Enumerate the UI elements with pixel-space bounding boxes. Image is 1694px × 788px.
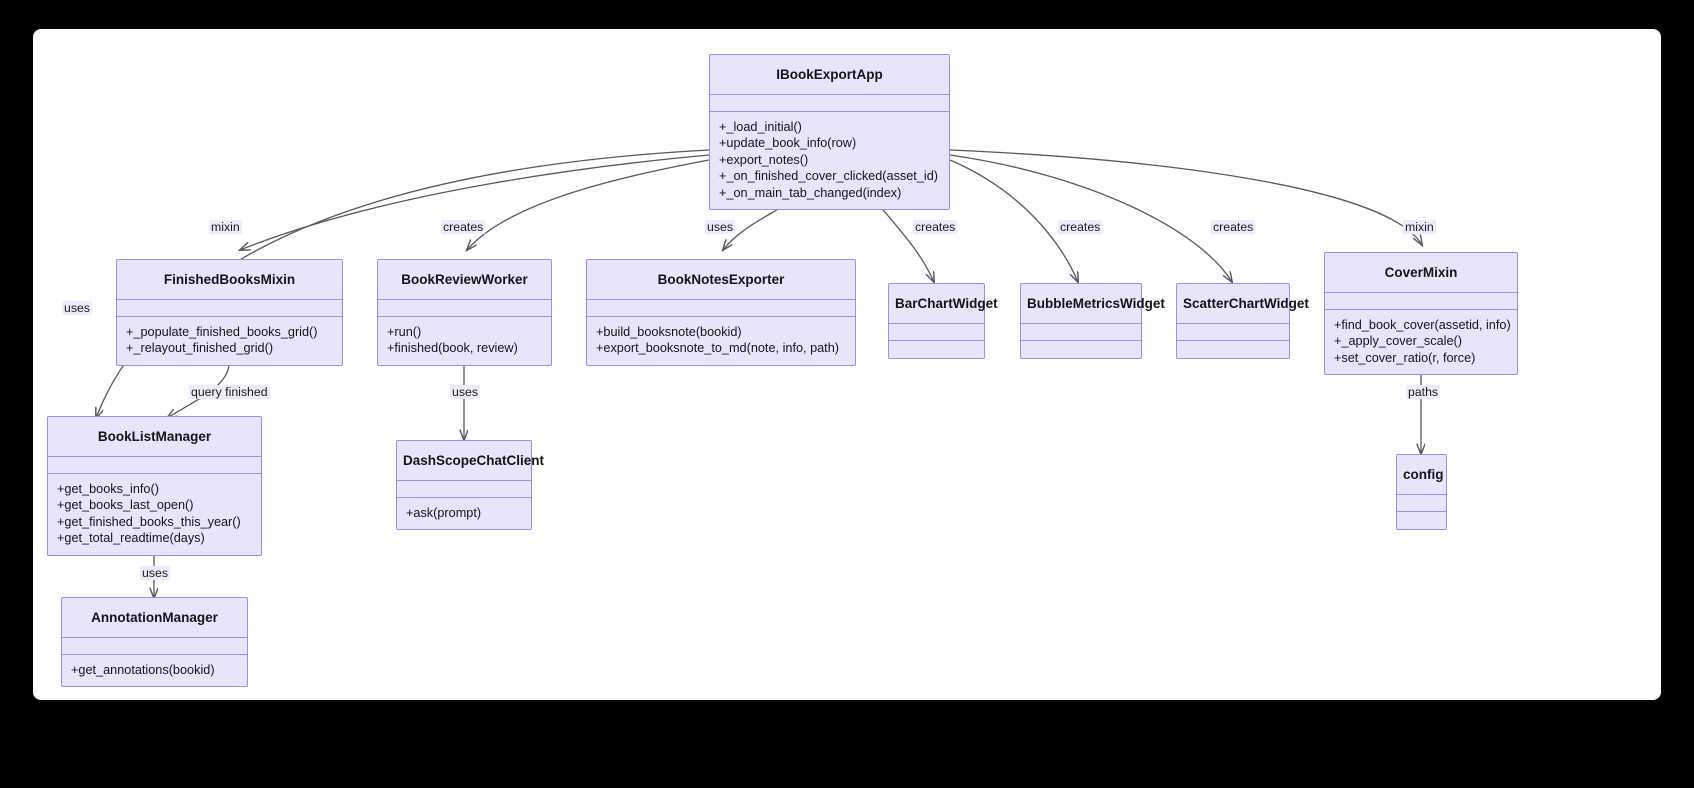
class-attributes <box>710 95 949 112</box>
class-methods: +ask(prompt) <box>397 498 531 530</box>
class-methods <box>1021 341 1141 358</box>
method-line: +get_total_readtime(days) <box>57 531 205 545</box>
method-line: +export_booksnote_to_md(note, info, path… <box>596 341 839 355</box>
method-line: +_on_finished_cover_clicked(asset_id) <box>719 169 938 183</box>
class-node-ibookexportapp[interactable]: IBookExportApp +_load_initial() +update_… <box>709 54 950 210</box>
edge-label-paths-config: paths <box>1406 385 1441 399</box>
method-line: +get_finished_books_this_year() <box>57 514 241 529</box>
edge-label-creates-bookreviewworker: creates <box>441 220 486 234</box>
class-methods: +_load_initial() +update_book_info(row) … <box>710 112 949 210</box>
class-title: BookListManager <box>48 417 261 457</box>
class-attributes <box>397 481 531 498</box>
class-node-booklistmanager[interactable]: BookListManager +get_books_info() +get_b… <box>47 416 262 556</box>
class-title: BarChartWidget <box>889 284 998 324</box>
class-node-finishedbooksmixin[interactable]: FinishedBooksMixin +_populate_finished_b… <box>116 259 343 366</box>
class-attributes <box>117 300 342 317</box>
method-line: +build_booksnote(bookid) <box>596 324 742 339</box>
method-line: +_populate_finished_books_grid() <box>126 324 318 339</box>
method-line: +_relayout_finished_grid() <box>126 341 274 355</box>
class-title: BubbleMetricsWidget <box>1021 284 1165 324</box>
class-methods <box>1397 512 1446 529</box>
edge-label-uses-booklistmanager: uses <box>62 301 92 315</box>
class-node-scatterchartwidget[interactable]: ScatterChartWidget <box>1176 283 1309 359</box>
class-attributes <box>889 324 984 341</box>
method-line: +find_book_cover(assetid, info) <box>1334 317 1511 332</box>
class-methods: +find_book_cover(assetid, info) +_apply_… <box>1325 310 1517 375</box>
method-line: +get_books_last_open() <box>57 498 194 512</box>
method-line: +run() <box>387 324 422 339</box>
class-title: FinishedBooksMixin <box>117 260 342 300</box>
class-attributes <box>1021 324 1141 341</box>
class-title: BookReviewWorker <box>378 260 551 300</box>
method-line: +set_cover_ratio(r, force) <box>1334 350 1476 365</box>
edge-label-creates-bubblemetricswidget: creates <box>1058 220 1103 234</box>
class-node-config[interactable]: config <box>1396 454 1447 530</box>
class-title: ScatterChartWidget <box>1177 284 1309 324</box>
class-methods: +get_annotations(bookid) <box>62 655 247 687</box>
class-attributes <box>1177 324 1289 341</box>
class-title: CoverMixin <box>1325 253 1517 293</box>
class-attributes <box>378 300 551 317</box>
class-node-annotationmanager[interactable]: AnnotationManager +get_annotations(booki… <box>61 597 248 687</box>
class-methods <box>1177 341 1289 358</box>
class-title: AnnotationManager <box>62 598 247 638</box>
method-line: +finished(book, review) <box>387 341 518 355</box>
class-attributes <box>587 300 855 317</box>
class-node-barchartwidget[interactable]: BarChartWidget <box>888 283 998 359</box>
method-line: +_load_initial() <box>719 119 802 134</box>
method-line: +update_book_info(row) <box>719 136 857 150</box>
class-attributes <box>1397 495 1446 512</box>
method-line: +export_notes() <box>719 152 809 167</box>
class-attributes <box>1325 293 1517 310</box>
method-line: +ask(prompt) <box>406 505 482 520</box>
class-node-dashscopechatclient[interactable]: DashScopeChatClient +ask(prompt) <box>396 440 544 530</box>
edge-label-creates-scatterchartwidget: creates <box>1211 220 1256 234</box>
method-line: +get_books_info() <box>57 481 159 496</box>
method-line: +get_annotations(bookid) <box>71 662 215 677</box>
edge-label-mixin-finishedbooksmixin: mixin <box>209 220 242 234</box>
class-node-bookreviewworker[interactable]: BookReviewWorker +run() +finished(book, … <box>377 259 552 366</box>
class-methods: +build_booksnote(bookid) +export_booksno… <box>587 317 855 365</box>
method-line: +_apply_cover_scale() <box>1334 334 1463 348</box>
edge-label-query-finished: query finished <box>189 385 270 399</box>
class-title: BookNotesExporter <box>587 260 855 300</box>
edge-label-uses-dashscopechatclient: uses <box>450 385 480 399</box>
class-title: config <box>1397 455 1446 495</box>
edge-label-creates-barchartwidget: creates <box>913 220 958 234</box>
edge-label-mixin-covermixin: mixin <box>1403 220 1436 234</box>
class-methods: +_populate_finished_books_grid() +_relay… <box>117 317 342 365</box>
edge-label-uses-annotationmanager: uses <box>140 566 170 580</box>
class-attributes <box>62 638 247 655</box>
class-attributes <box>48 457 261 474</box>
class-node-booknotesexporter[interactable]: BookNotesExporter +build_booksnote(booki… <box>586 259 856 366</box>
edge-label-uses-booknotesexporter: uses <box>705 220 735 234</box>
class-title: DashScopeChatClient <box>397 441 544 481</box>
class-node-covermixin[interactable]: CoverMixin +find_book_cover(assetid, inf… <box>1324 252 1518 375</box>
class-title: IBookExportApp <box>710 55 949 95</box>
class-methods: +run() +finished(book, review) <box>378 317 551 365</box>
class-node-bubblemetricswidget[interactable]: BubbleMetricsWidget <box>1020 283 1165 359</box>
class-methods: +get_books_info() +get_books_last_open()… <box>48 474 261 555</box>
method-line: +_on_main_tab_changed(index) <box>719 185 902 200</box>
class-methods <box>889 341 984 358</box>
